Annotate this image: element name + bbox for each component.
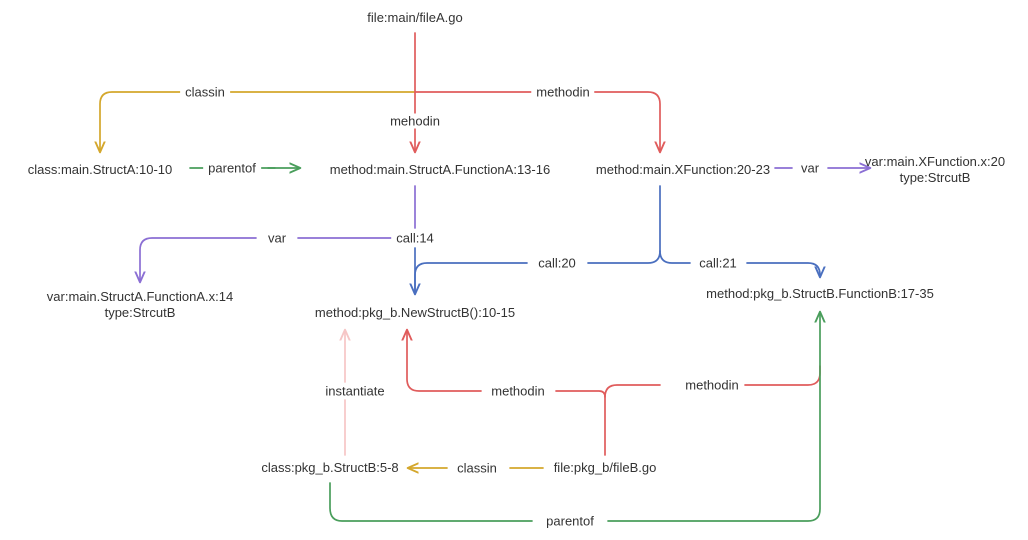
edge-label-classin-fileb-structb: classin bbox=[452, 460, 502, 476]
edge-label-parentof-structa-functiona: parentof bbox=[203, 160, 261, 176]
edge-fileB-stem bbox=[604, 384, 661, 456]
edge-label-call-14: call:14 bbox=[391, 230, 439, 246]
edge-fileA-to-structA bbox=[100, 91, 416, 152]
node-method-main-xfunction[interactable]: method:main.XFunction:20-23 bbox=[595, 162, 771, 177]
edge-label-instantiate: instantiate bbox=[320, 383, 390, 399]
edge-label-methodin-fileb-newstructb: methodin bbox=[486, 383, 550, 399]
edge-functionA-to-var-left bbox=[140, 237, 257, 282]
node-class-main-structa[interactable]: class:main.StructA:10-10 bbox=[27, 162, 173, 177]
node-var-main-xfunction-x[interactable]: var:main.XFunction.x:20 type:StrcutB bbox=[864, 154, 1006, 185]
edge-fileA-to-xfunction bbox=[414, 91, 660, 152]
edge-label-parentof-structb-functionb: parentof bbox=[541, 513, 599, 529]
edge-fileB-to-newstructb bbox=[555, 390, 606, 398]
edge-label-var-xfunction: var bbox=[795, 160, 825, 176]
edge-label-mehodin-filea-functiona: mehodin bbox=[385, 113, 445, 129]
node-method-pkgb-newstructb[interactable]: method:pkg_b.NewStructB():10-15 bbox=[314, 305, 516, 320]
edge-methodin-new-left bbox=[407, 330, 482, 392]
edge-xfunction-to-newstructb bbox=[587, 250, 661, 264]
node-file-pkgb-fileb[interactable]: file:pkg_b/fileB.go bbox=[553, 460, 657, 475]
node-method-pkgb-structb-functionb[interactable]: method:pkg_b.StructB.FunctionB:17-35 bbox=[706, 286, 934, 301]
edge-label-call-20: call:20 bbox=[533, 255, 581, 271]
node-method-main-structa-functiona[interactable]: method:main.StructA.FunctionA:13-16 bbox=[329, 162, 551, 177]
node-file-main-filea[interactable]: file:main/fileA.go bbox=[367, 10, 463, 25]
node-var-main-structa-functiona-x[interactable]: var:main.StructA.FunctionA.x:14 type:Str… bbox=[46, 289, 234, 320]
node-class-pkgb-structb[interactable]: class:pkg_b.StructB:5-8 bbox=[261, 460, 399, 475]
edge-call20-left bbox=[414, 262, 528, 295]
edge-label-methodin-filea-xfunction: methodin bbox=[531, 84, 595, 100]
edge-xfunction-to-functionB bbox=[659, 250, 691, 264]
edge-parentof-b-right bbox=[607, 312, 820, 522]
edge-label-methodin-fileb-functionb: methodin bbox=[680, 377, 744, 393]
edge-structB-to-functionB bbox=[329, 482, 533, 522]
edge-fileB-to-functionB bbox=[744, 365, 821, 386]
edge-call21-right bbox=[746, 262, 820, 277]
edge-label-var-functiona: var bbox=[262, 230, 292, 246]
edge-label-call-21: call:21 bbox=[694, 255, 742, 271]
edge-label-classin-filea-structa: classin bbox=[180, 84, 230, 100]
